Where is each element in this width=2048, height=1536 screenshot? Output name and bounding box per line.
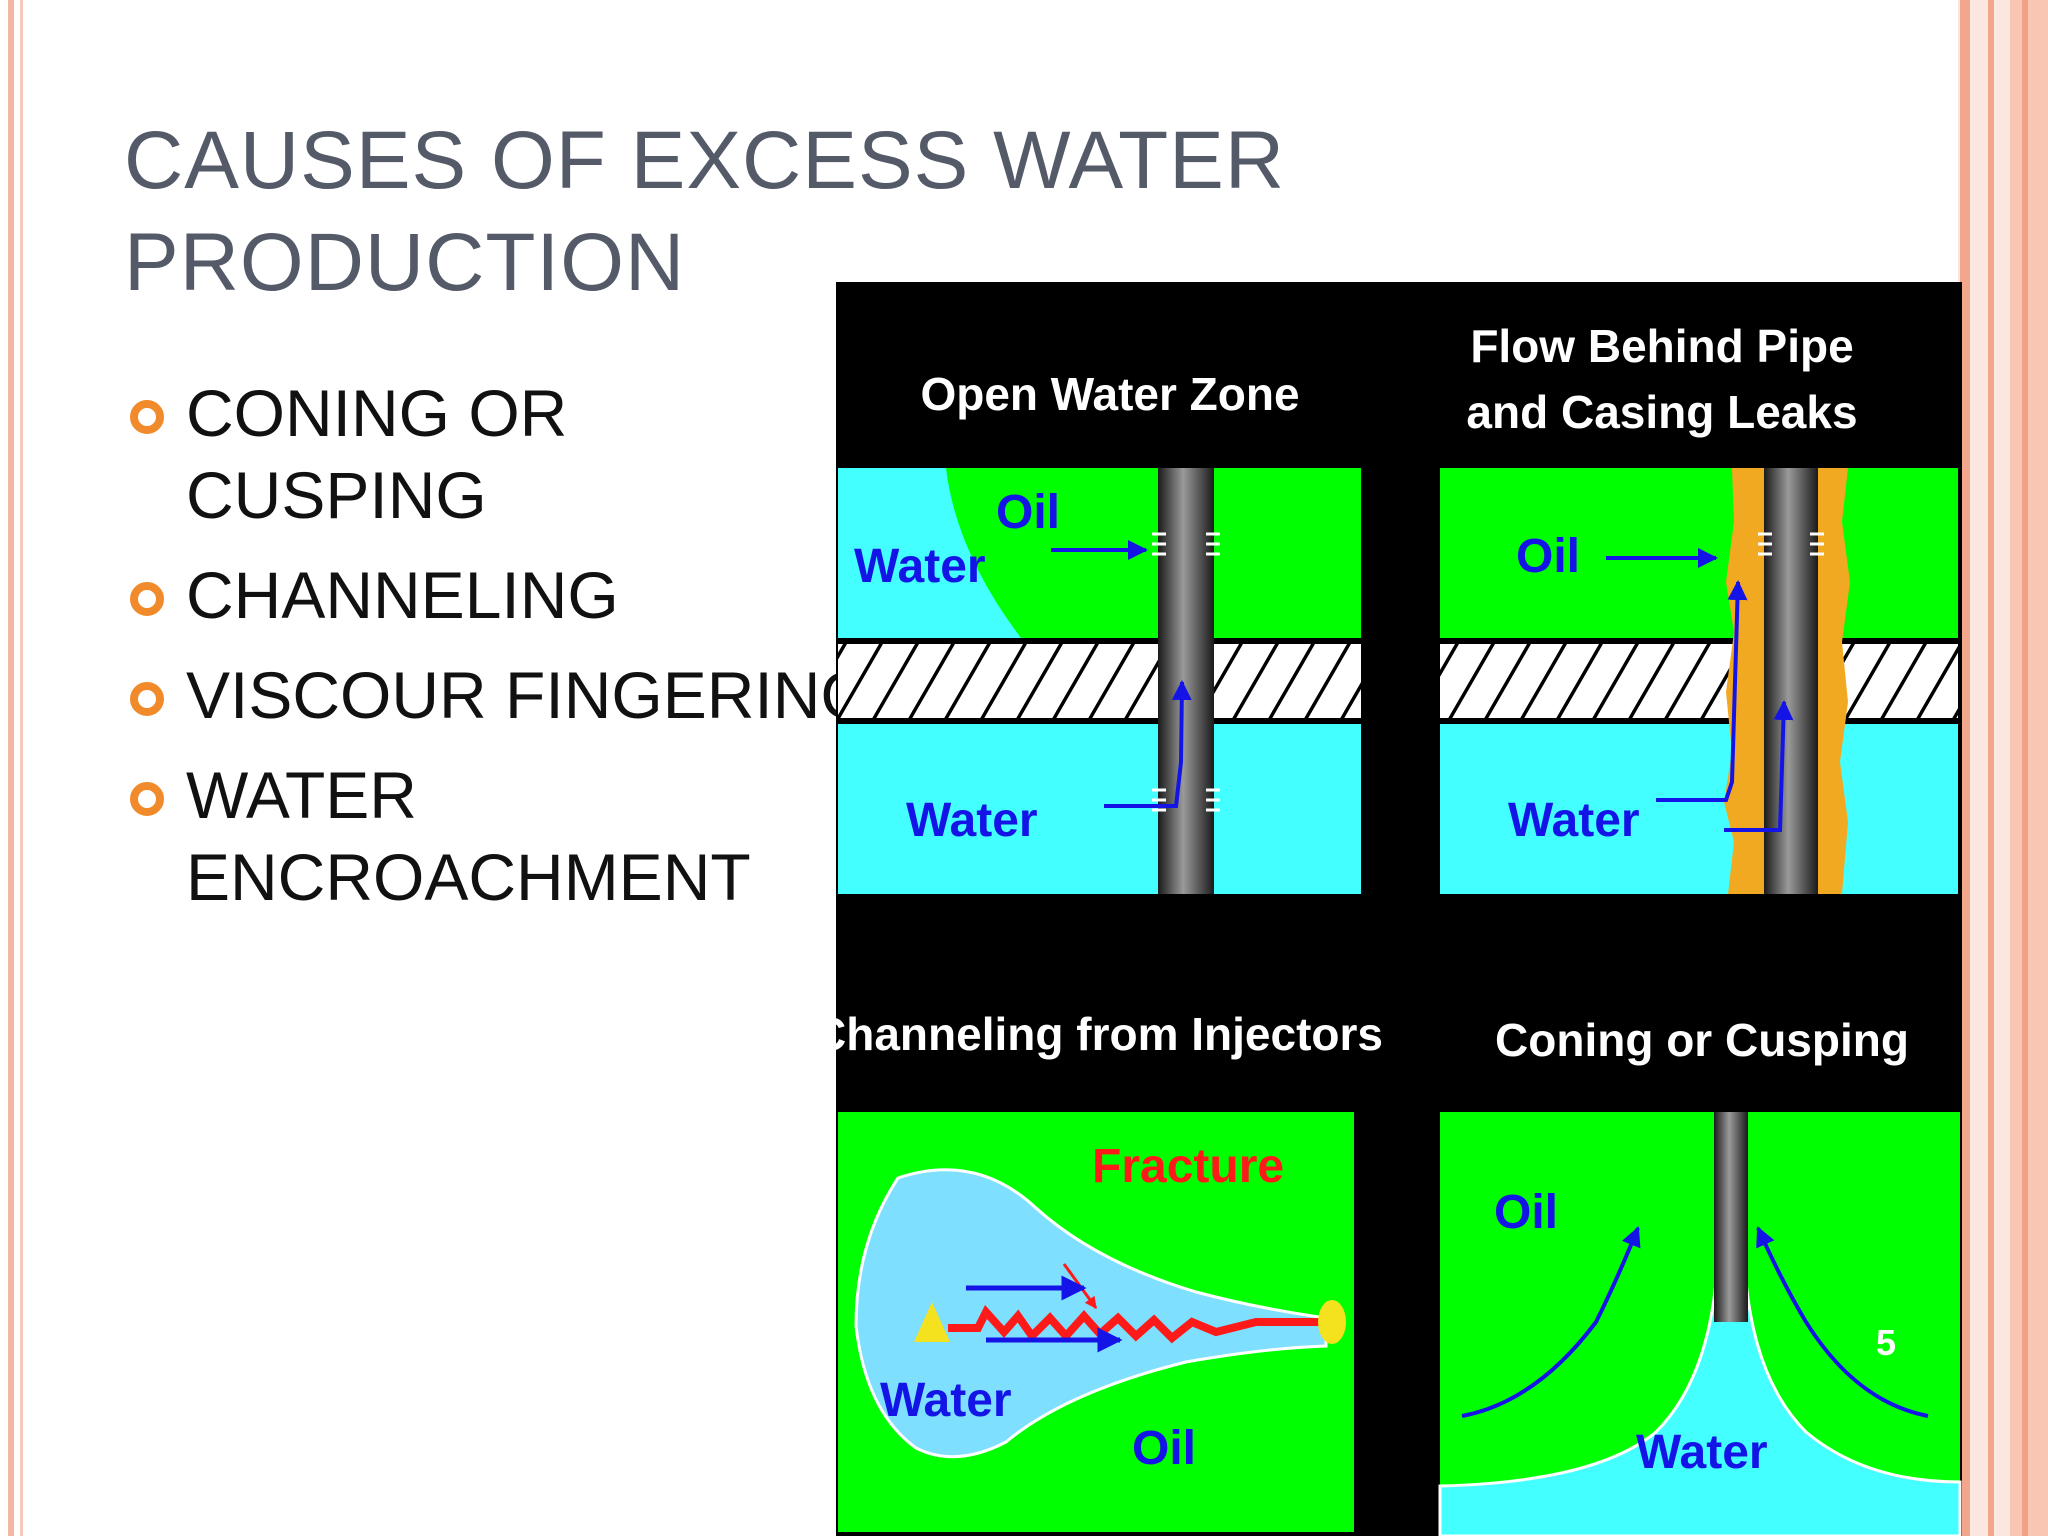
bullet-text-encroachment: WATER ENCROACHMENT: [186, 758, 751, 914]
producer-well-icon: [1318, 1300, 1346, 1344]
label-water: Water: [880, 1374, 1012, 1427]
bullet-text-channeling: CHANNELING: [186, 558, 619, 632]
slide-title-line-2: PRODUCTION: [124, 217, 686, 308]
perforations: [1152, 532, 1220, 812]
panel-open-water-zone: Open Water Zone Oil Water Water: [838, 368, 1361, 894]
label-fracture: Fracture: [1092, 1140, 1284, 1193]
bullet-item: VISCOUR FINGERING: [124, 654, 872, 736]
wellbore: [1714, 1112, 1748, 1322]
panel-title-flow-line-2: and Casing Leaks: [1466, 386, 1857, 438]
figure-svg: Open Water Zone Oil Water Water Flow Beh…: [836, 320, 1962, 1536]
water-layer: [1440, 724, 1958, 894]
panel-channeling-injectors: Channeling from Injectors Fracture Water…: [836, 1008, 1383, 1532]
label-oil: Oil: [1494, 1186, 1558, 1239]
panel-title-flow-line-1: Flow Behind Pipe: [1470, 320, 1853, 372]
water-production-figure: Open Water Zone Oil Water Water Flow Beh…: [836, 282, 1962, 1536]
panel-title-coning: Coning or Cusping: [1495, 1014, 1909, 1066]
flow-arrow-right: [1756, 1226, 1929, 1418]
flow-arrow-left: [1461, 1226, 1641, 1418]
label-water-top: Water: [854, 540, 986, 593]
injector-triangle-icon: [914, 1302, 950, 1342]
label-oil: Oil: [1516, 530, 1580, 583]
panel-flow-behind-pipe: Flow Behind Pipe and Casing Leaks Oil Wa…: [1440, 320, 1958, 894]
slide-title: CAUSES OF EXCESS WATER PRODUCTION: [124, 110, 1424, 314]
water-channel-arrow: [1656, 580, 1748, 802]
panel-title-channeling: Channeling from Injectors: [836, 1008, 1383, 1060]
bullet-item: CONING OR CUSPING: [124, 372, 686, 536]
shale-barrier: [838, 644, 1361, 718]
right-border: [1958, 0, 2048, 1536]
water-layer: [838, 724, 1361, 894]
bullet-text-coning: CONING OR CUSPING: [186, 376, 568, 532]
label-water: Water: [1508, 794, 1640, 847]
shale-barrier: [1440, 644, 1958, 718]
bullet-dot-icon: [130, 400, 164, 434]
water-wedge: [838, 468, 1021, 638]
label-water-bottom: Water: [906, 794, 1038, 847]
label-oil: Oil: [996, 486, 1060, 539]
bullet-dot-icon: [130, 682, 164, 716]
bullet-dot-icon: [130, 782, 164, 816]
page-number: 5: [1876, 1322, 1897, 1363]
left-border: [0, 0, 30, 1536]
bullet-item: CHANNELING: [124, 554, 844, 636]
casing-cement-right: [1816, 468, 1850, 894]
bullet-item: WATER ENCROACHMENT: [124, 754, 886, 918]
label-water: Water: [1636, 1426, 1768, 1479]
panel-coning-cusping: Coning or Cusping Oil Water: [1438, 1014, 1962, 1536]
wellbore: [1158, 468, 1214, 894]
casing-cement-left: [1724, 468, 1766, 894]
label-oil: Oil: [1132, 1422, 1196, 1475]
slide-title-line-1: CAUSES OF EXCESS WATER: [124, 115, 1286, 206]
bullet-list: CONING OR CUSPING CHANNELING VISCOUR FIN…: [124, 372, 872, 936]
bullet-text-viscour: VISCOUR FINGERING: [186, 658, 872, 732]
water-pipe-arrow: [1724, 700, 1794, 832]
wellbore: [1764, 468, 1818, 894]
panel-title-open-water: Open Water Zone: [920, 368, 1299, 420]
perforations: [1758, 532, 1824, 556]
water-flow-arrow: [1104, 680, 1192, 808]
fracture-line: [948, 1304, 1336, 1344]
bullet-dot-icon: [130, 582, 164, 616]
water-flood-zone: [854, 1168, 1328, 1459]
